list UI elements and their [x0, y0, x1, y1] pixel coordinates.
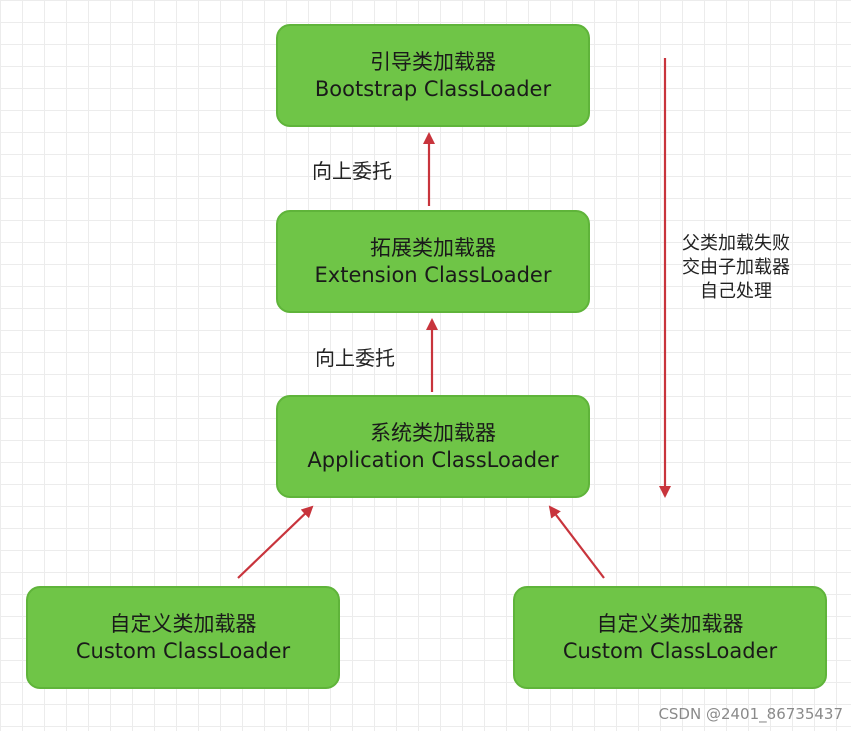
- application-classloader-node: 系统类加载器 Application ClassLoader: [276, 395, 590, 498]
- fallback-note: 父类加载失败 交由子加载器 自己处理: [672, 232, 800, 304]
- arrow-custom-right-to-application: [548, 505, 605, 579]
- custom-classloader-right-node: 自定义类加载器 Custom ClassLoader: [513, 586, 827, 689]
- application-title-cn: 系统类加载器: [370, 420, 496, 445]
- bootstrap-classloader-node: 引导类加载器 Bootstrap ClassLoader: [276, 24, 590, 127]
- extension-classloader-node: 拓展类加载器 Extension ClassLoader: [276, 210, 590, 313]
- custom-left-title-en: Custom ClassLoader: [75, 638, 291, 663]
- bootstrap-title-cn: 引导类加载器: [370, 49, 496, 74]
- extension-title-en: Extension ClassLoader: [314, 262, 552, 287]
- bootstrap-title-en: Bootstrap ClassLoader: [314, 76, 552, 101]
- watermark: CSDN @2401_86735437: [658, 705, 843, 723]
- fallback-note-line-2: 交由子加载器: [682, 257, 790, 278]
- arrow-custom-left-to-application: [237, 505, 314, 579]
- extension-title-cn: 拓展类加载器: [370, 235, 496, 260]
- application-title-en: Application ClassLoader: [307, 447, 559, 472]
- delegate-label-lower: 向上委托: [315, 346, 395, 370]
- fallback-note-line-3: 自己处理: [700, 281, 772, 302]
- custom-right-title-cn: 自定义类加载器: [596, 611, 744, 636]
- delegate-label-upper: 向上委托: [312, 159, 392, 183]
- custom-left-title-cn: 自定义类加载器: [109, 611, 257, 636]
- custom-classloader-left-node: 自定义类加载器 Custom ClassLoader: [26, 586, 340, 689]
- fallback-note-line-1: 父类加载失败: [682, 233, 790, 254]
- custom-right-title-en: Custom ClassLoader: [562, 638, 778, 663]
